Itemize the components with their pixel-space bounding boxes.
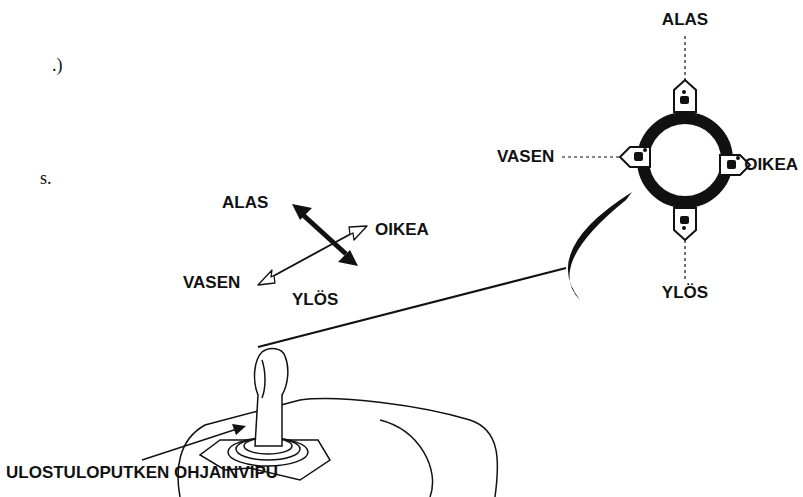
direction-label: YLÖS	[662, 283, 708, 303]
direction-label: ALAS	[662, 10, 708, 30]
direction-label: VASEN	[497, 147, 554, 167]
direction-label: VASEN	[183, 273, 240, 293]
direction-label: OIKEA	[744, 155, 798, 175]
direction-label: YLÖS	[292, 290, 338, 310]
part-name: ULOSTULOPUTKEN OHJAINVIPU	[6, 463, 278, 483]
text-fragment: .)	[52, 55, 63, 75]
direction-label: OIKEA	[375, 220, 429, 240]
text-fragment: s.	[40, 168, 52, 188]
direction-label: ALAS	[222, 193, 268, 213]
